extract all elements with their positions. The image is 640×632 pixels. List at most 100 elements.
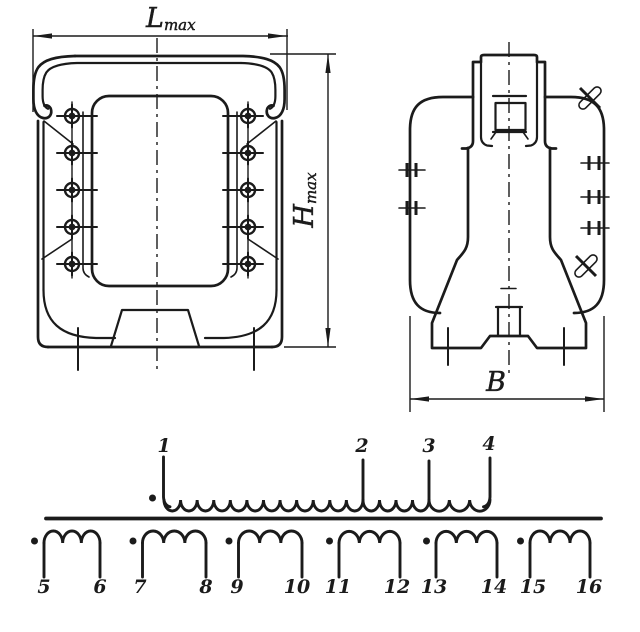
case-left-side	[36, 119, 50, 349]
terminal-pin	[56, 251, 98, 277]
case-right-side	[270, 119, 284, 349]
terminal-label-start: 9	[230, 576, 243, 598]
height-label: Hmax	[289, 172, 320, 229]
weld-mark-top	[578, 86, 602, 110]
secondary-winding: 5 6	[31, 529, 107, 598]
shroud-inner-edge	[239, 61, 277, 110]
dimension-width: Lmax	[32, 3, 288, 112]
winding-schematic: 1 2 3 4 5 6 7 8 9 10	[31, 433, 603, 598]
polarity-dot	[149, 494, 156, 502]
tap-label-3: 3	[422, 435, 435, 457]
weld-cross-line	[574, 254, 598, 278]
bracket-inner-right	[524, 60, 539, 148]
arrowhead-right	[585, 396, 604, 402]
arrowhead-left	[33, 33, 52, 39]
terminal-label-end: 16	[576, 576, 602, 598]
terminal-pin	[222, 177, 264, 203]
terminal-label-start: 5	[37, 576, 50, 598]
depth-label: B	[485, 367, 506, 398]
tap-label-2: 2	[354, 435, 368, 457]
terminal-label-start: 11	[325, 576, 351, 598]
secondary-turns	[141, 529, 208, 545]
terminal-pin	[56, 177, 98, 203]
secondary-turns	[434, 530, 499, 545]
mounting-tab	[109, 308, 201, 348]
rivet-marks	[398, 156, 610, 235]
terminal-label-end: 10	[284, 576, 310, 598]
body-outline-left	[408, 95, 475, 315]
secondary-winding: 13 14	[421, 530, 507, 598]
secondary-turns	[528, 529, 592, 545]
case-bottom-inner-left	[42, 288, 117, 340]
terminal-label-end: 12	[384, 576, 410, 598]
arrowhead-left	[410, 396, 429, 402]
secondary-turns	[237, 529, 304, 545]
weld-mark-bottom	[574, 254, 598, 278]
fold-line-bottom-right	[247, 238, 279, 260]
terminal-label-start: 15	[520, 576, 546, 598]
polarity-dot	[517, 537, 524, 545]
terminal-pin	[56, 140, 98, 166]
terminal-label-end: 6	[93, 576, 106, 598]
dimension-height: Hmax	[270, 53, 336, 348]
case-shroud	[32, 54, 286, 120]
case-bottom-inner-right	[203, 288, 278, 340]
secondary-turns	[337, 530, 402, 545]
terminal-label-end: 8	[198, 576, 212, 598]
polarity-dot	[129, 537, 137, 545]
terminal-label-end: 14	[481, 576, 507, 598]
shroud-left-ear-inner	[41, 61, 243, 110]
secondary-winding: 11 12	[325, 530, 410, 598]
secondary-turns	[42, 529, 102, 545]
terminal-pin	[222, 214, 264, 240]
terminal-strip-edge	[230, 111, 238, 278]
side-view: B	[398, 42, 610, 412]
width-label: Lmax	[145, 3, 196, 34]
primary-winding: 1 2 3 4	[149, 433, 496, 513]
rivet	[398, 201, 426, 215]
tap-lead-4	[482, 456, 492, 509]
rivet	[580, 156, 610, 170]
bracket-window	[494, 101, 527, 132]
case-body	[36, 119, 284, 371]
shroud-outer-edge	[73, 54, 286, 120]
weld-cross-line	[578, 86, 602, 110]
polarity-dot	[225, 537, 233, 545]
primary-turns-3	[427, 498, 492, 513]
terminal-row-left	[56, 101, 98, 279]
tap-lead-1	[162, 455, 172, 509]
primary-turns-2	[361, 498, 431, 513]
terminal-row-right	[222, 101, 264, 279]
tap-label-4: 4	[482, 433, 495, 455]
dimension-depth: B	[409, 316, 605, 412]
rivet	[398, 163, 426, 177]
body-outline-right	[543, 95, 606, 315]
bracket-inner-left	[479, 60, 494, 148]
secondary-winding: 15 16	[517, 529, 602, 598]
rivet	[580, 190, 610, 204]
front-view: Lmax Hmax	[32, 3, 336, 372]
terminal-label-start: 13	[421, 576, 447, 598]
coil-window	[90, 94, 230, 288]
terminal-strip-edge	[82, 111, 90, 278]
rivet	[580, 221, 610, 235]
terminal-pin	[222, 140, 264, 166]
fold-line-top-left	[43, 120, 74, 145]
arrowhead-bottom	[325, 328, 331, 347]
polarity-dot	[423, 537, 430, 545]
arrowhead-right	[268, 33, 287, 39]
terminal-pin	[56, 214, 98, 240]
terminal-pin	[222, 251, 264, 277]
tap-label-1: 1	[157, 435, 170, 457]
arrowhead-top	[325, 54, 331, 73]
polarity-dot	[326, 537, 333, 545]
secondary-winding: 7 8	[129, 529, 213, 598]
terminal-pin	[56, 103, 98, 129]
terminal-label-start: 7	[133, 576, 146, 598]
primary-turns-1	[162, 498, 365, 513]
polarity-dot	[31, 537, 38, 545]
secondary-winding: 9 10	[225, 529, 310, 598]
bracket-fold-right	[522, 131, 529, 140]
